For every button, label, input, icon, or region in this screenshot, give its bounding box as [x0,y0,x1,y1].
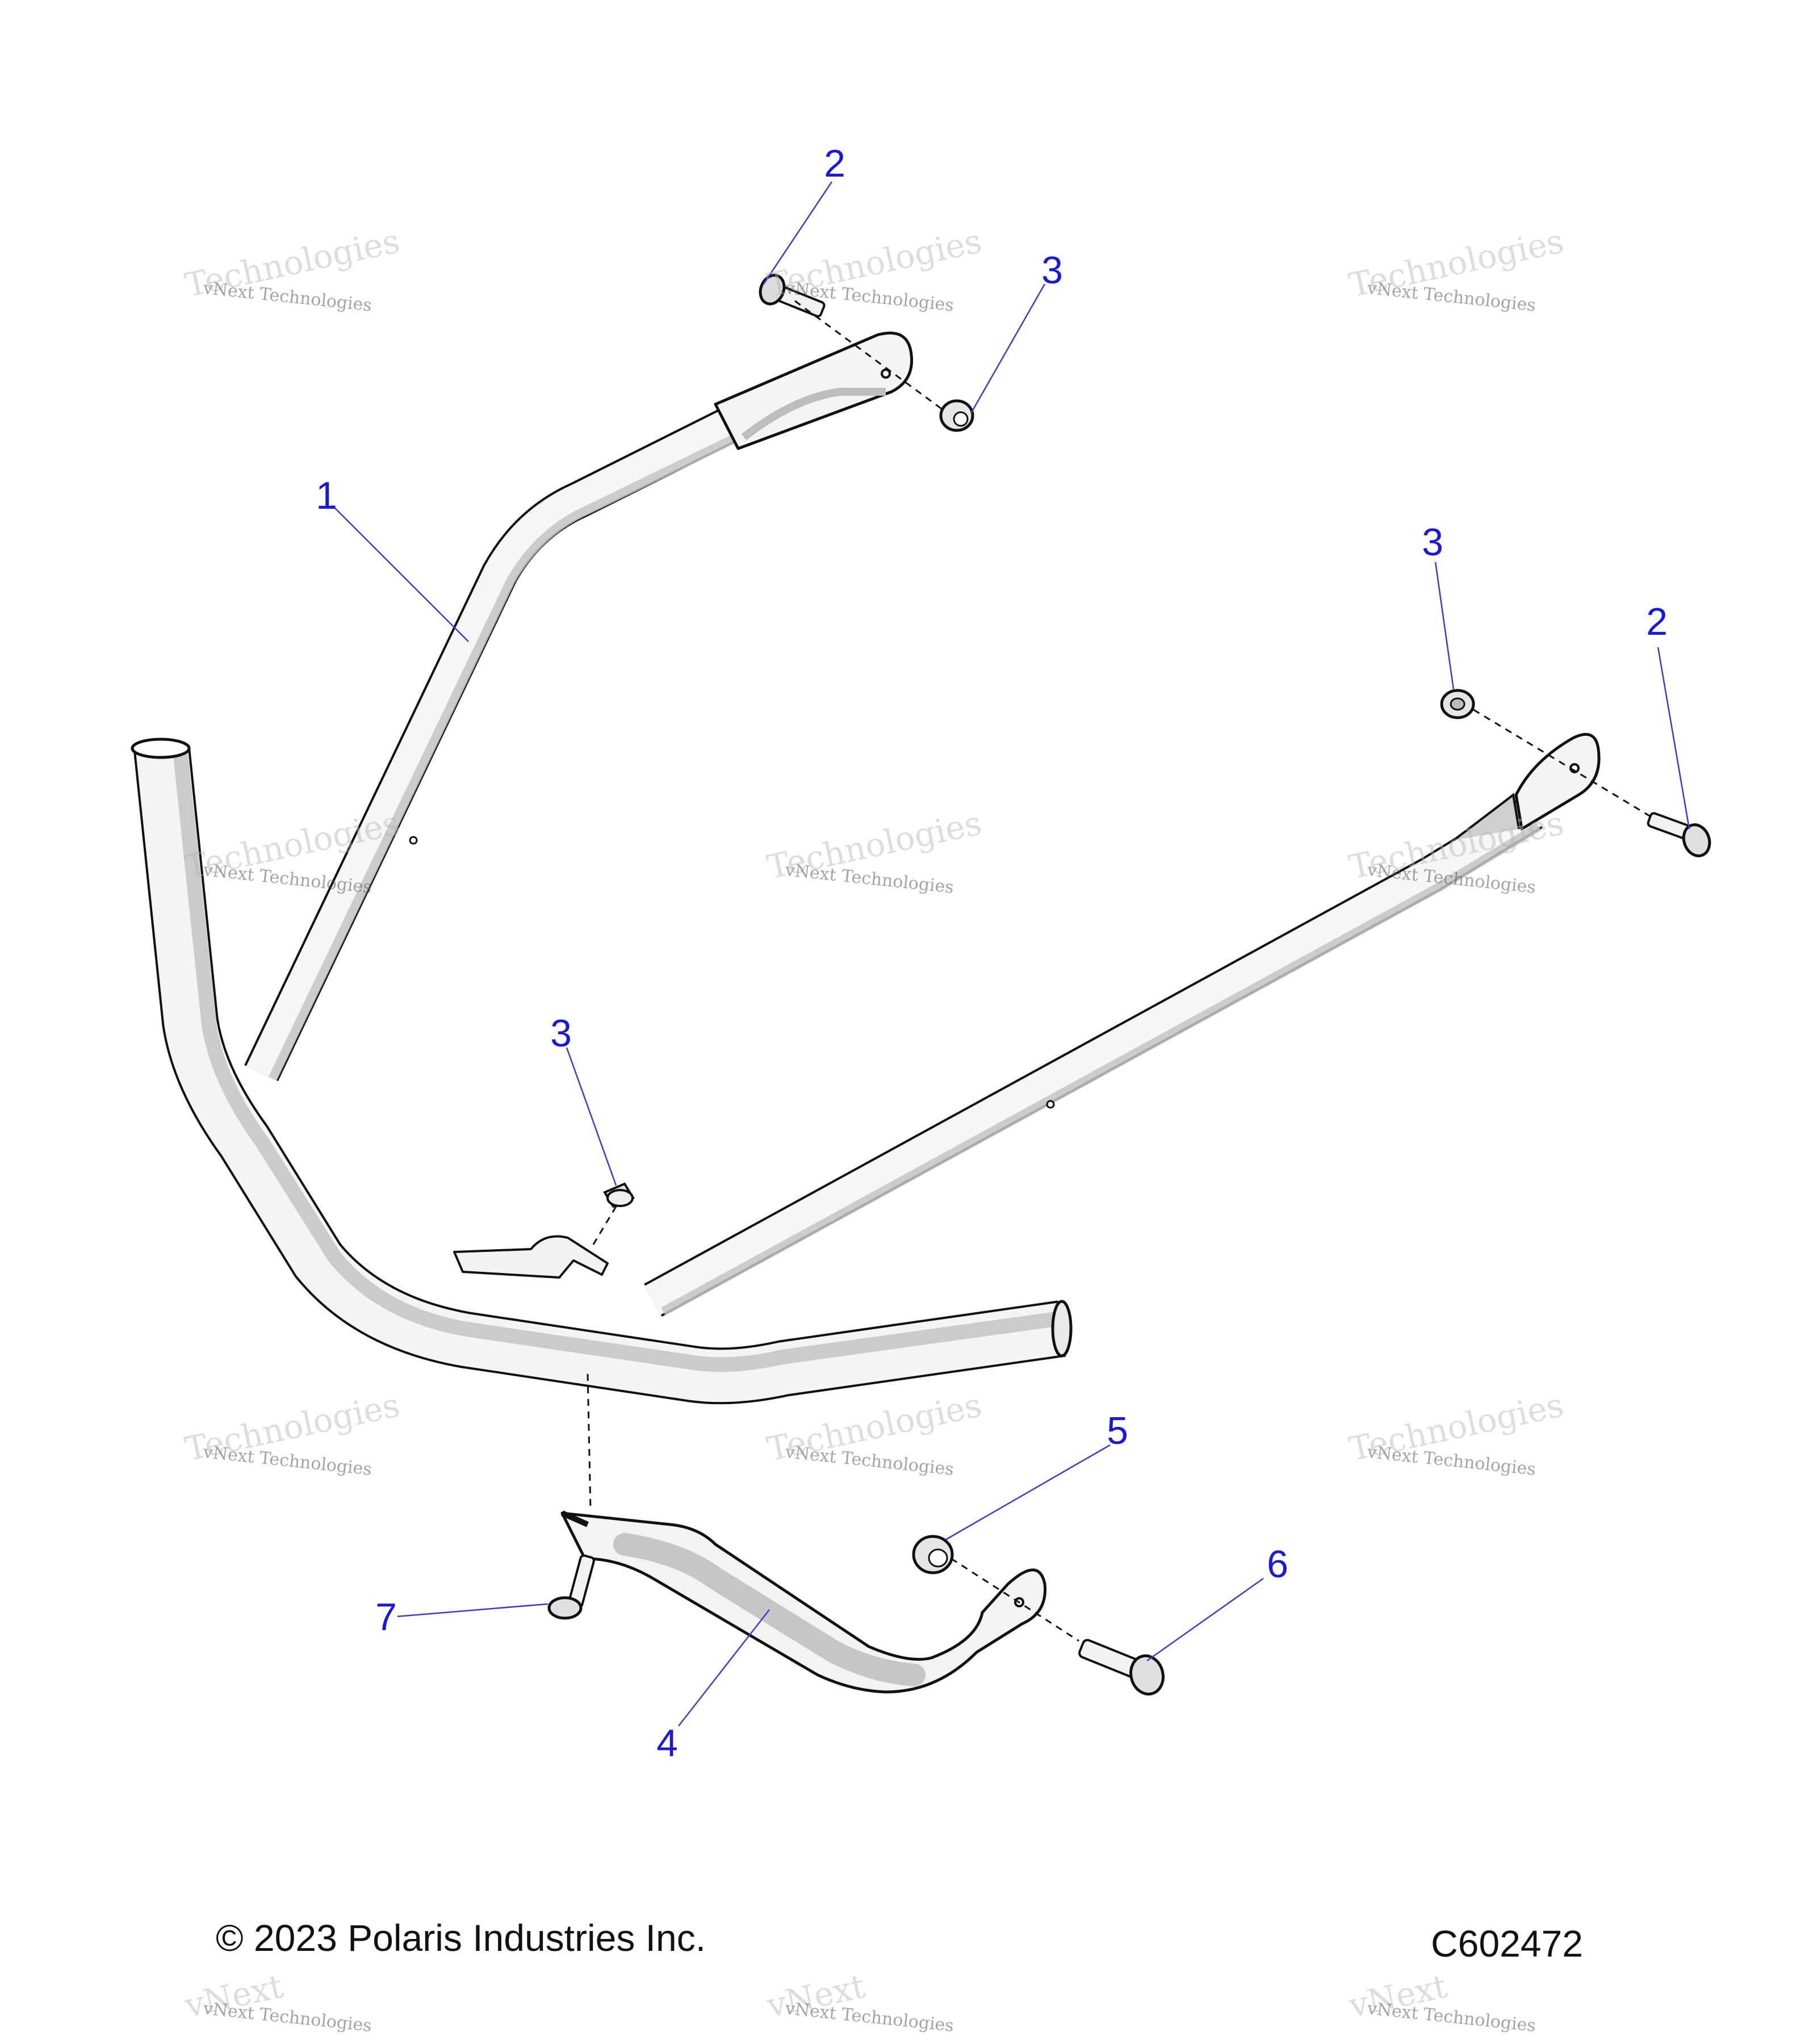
bolt-right [1647,812,1711,857]
callout-2-top: 2 [824,142,845,185]
callout-3-right: 3 [1422,521,1443,564]
callout-7: 7 [375,1595,397,1639]
right-support-arm [644,732,1601,1317]
callout-4: 4 [656,1722,678,1765]
left-support-arm [244,332,914,1082]
bolt-7 [547,1554,595,1620]
assembly-lines [587,300,1653,1642]
bumper-mount-bracket [453,1235,609,1279]
callout-3-middle: 3 [550,1012,572,1055]
nut-middle [603,1182,635,1208]
nut-right [1440,689,1475,719]
callout-3-top: 3 [1041,249,1063,292]
callout-2-right: 2 [1646,600,1668,643]
leader-lines [332,181,1690,1727]
callout-5: 5 [1107,1409,1128,1452]
bolt-top-left [759,274,826,317]
copyright-text: © 2023 Polaris Industries Inc. [216,1917,706,1959]
nut-5 [912,1535,954,1574]
callout-6: 6 [1267,1543,1288,1586]
bumper-main-tube [131,738,1073,1405]
bolt-6 [1078,1639,1165,1696]
diagram-code: C602472 [1431,1922,1583,1965]
nut-top-left [939,399,974,432]
lower-brace [560,1510,1046,1694]
callout-1: 1 [316,474,337,517]
